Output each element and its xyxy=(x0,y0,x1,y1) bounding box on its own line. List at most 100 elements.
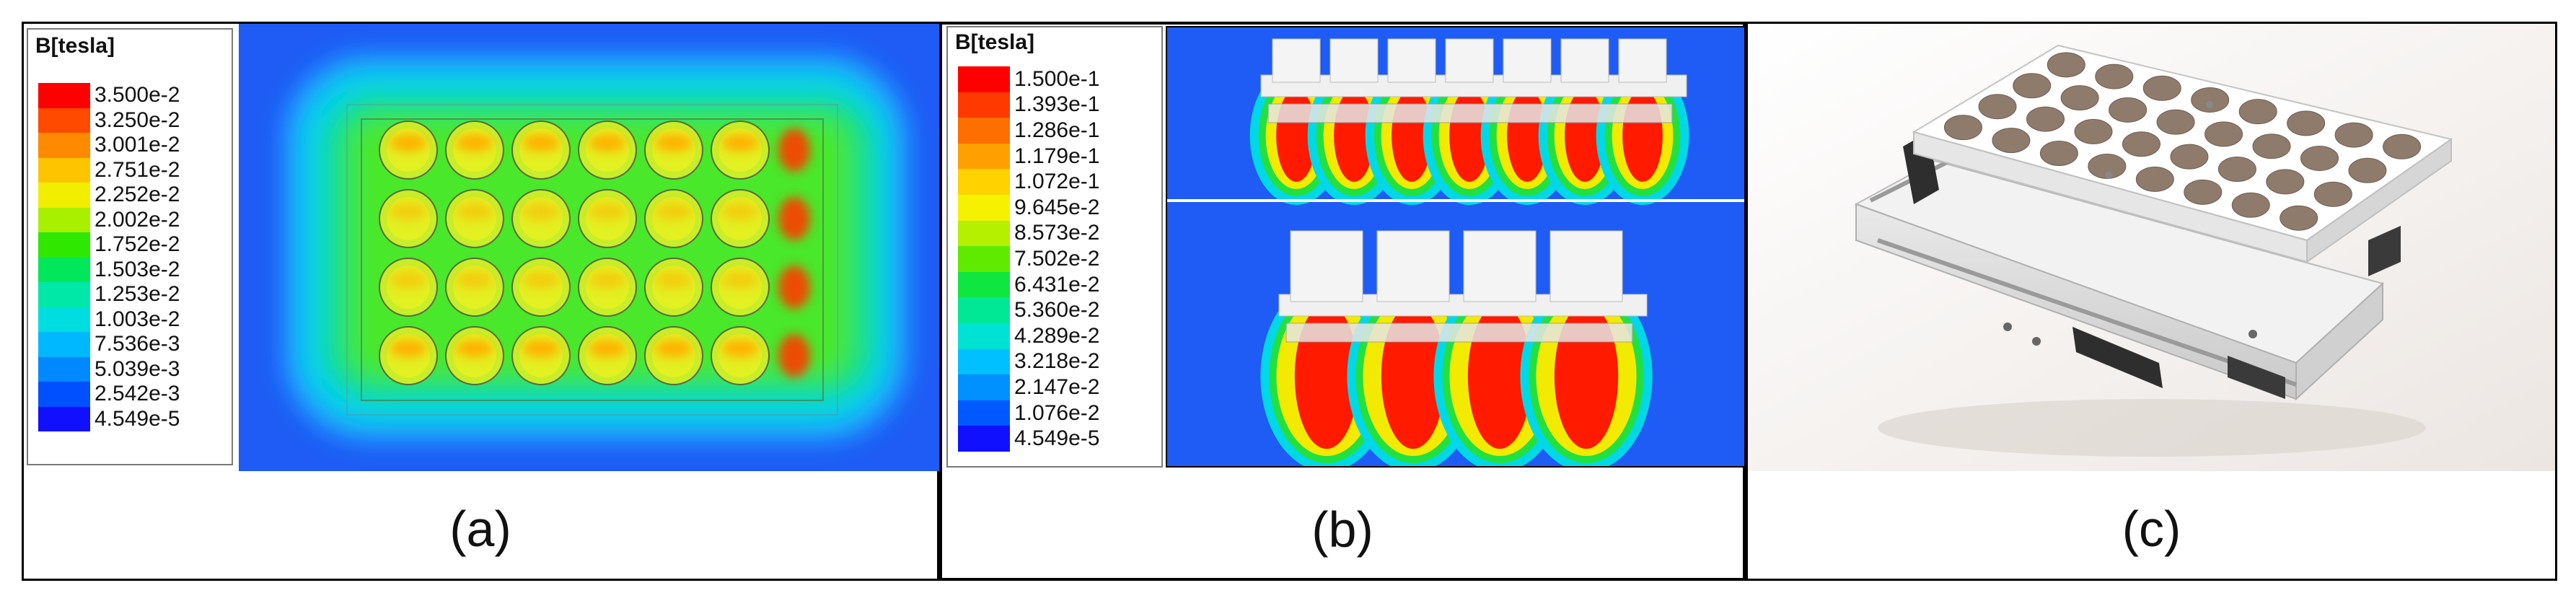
legend-value-label: 1.393e-1 xyxy=(1014,92,1100,117)
well-disc xyxy=(2238,99,2277,125)
legend-entry: 4.549e-5 xyxy=(28,406,232,431)
well-hotspot-a xyxy=(589,271,626,289)
legend-value-label: 8.573e-2 xyxy=(1014,221,1100,245)
legend-entry: 3.001e-2 xyxy=(28,133,232,158)
tube-block xyxy=(1549,230,1623,302)
tube-block xyxy=(1376,230,1450,302)
well-disc xyxy=(2039,141,2078,167)
legend-entry: 3.500e-2 xyxy=(28,83,232,108)
legend-color-swatch xyxy=(958,426,1010,452)
legend-value-label: 1.503e-2 xyxy=(94,257,180,281)
well-disc xyxy=(2074,118,2113,144)
magnet-plate xyxy=(1267,103,1673,123)
edge-hotspot-a xyxy=(778,197,810,240)
well-disc xyxy=(1943,115,1982,141)
legend-title: B[tesla] xyxy=(955,30,1035,54)
well-disc xyxy=(2170,144,2209,170)
legend-title: B[tesla] xyxy=(35,34,115,58)
legend-color-swatch xyxy=(38,382,90,407)
well-disc xyxy=(2334,122,2373,148)
well-disc xyxy=(2095,63,2134,89)
legend-value-label: 3.001e-2 xyxy=(94,133,180,157)
legend-entry: 1.286e-1 xyxy=(948,118,1161,144)
legend-entry: 1.072e-1 xyxy=(948,169,1161,195)
well-hotspot-a xyxy=(721,271,759,289)
well-disc xyxy=(2060,85,2099,111)
field-core xyxy=(1622,89,1663,183)
legend-entry: 2.147e-2 xyxy=(948,374,1161,400)
legend-value-label: 4.549e-5 xyxy=(94,406,180,431)
well-hotspot-a xyxy=(589,340,626,357)
legend-color-swatch xyxy=(958,348,1010,375)
well-disc xyxy=(2109,97,2148,123)
legend-entry: 1.503e-2 xyxy=(28,257,232,282)
legend-color-swatch xyxy=(958,271,1010,298)
legend-value-label: 1.076e-2 xyxy=(1014,400,1100,425)
legend-color-swatch xyxy=(958,92,1010,118)
legend-color-swatch xyxy=(38,183,90,208)
legend-color-swatch xyxy=(38,332,90,357)
well-hotspot-a xyxy=(456,203,493,220)
well-hotspot-a xyxy=(456,134,493,152)
legend-value-label: 9.645e-2 xyxy=(1014,195,1100,219)
legend-entry: 1.076e-2 xyxy=(948,400,1161,426)
legend-value-label: 2.252e-2 xyxy=(94,183,180,207)
well-hotspot-a xyxy=(456,340,493,357)
legend-value-label: 1.072e-1 xyxy=(1014,170,1100,194)
well-disc xyxy=(2348,157,2387,183)
well-hotspot-a xyxy=(721,134,759,152)
legend-entry: 2.542e-3 xyxy=(28,382,232,407)
tube-block xyxy=(1463,230,1537,302)
legend-entry: 8.573e-2 xyxy=(948,220,1161,247)
well-disc xyxy=(2300,145,2339,171)
legend-color-swatch xyxy=(38,232,90,258)
well-disc xyxy=(2122,131,2160,157)
legend-color-swatch xyxy=(958,118,1010,144)
legend-color-swatch xyxy=(958,195,1010,221)
edge-hotspot-a xyxy=(778,128,810,172)
legend-value-label: 3.218e-2 xyxy=(1014,349,1100,374)
well-hotspot-a xyxy=(721,203,759,220)
legend-value-label: 1.003e-2 xyxy=(94,307,180,331)
legend-color-swatch xyxy=(38,83,90,108)
legend-entry: 9.645e-2 xyxy=(948,195,1161,221)
caption-a: (a) xyxy=(449,501,511,557)
well-hotspot-a xyxy=(655,271,693,289)
well-disc xyxy=(2313,181,2352,207)
well-disc xyxy=(2135,166,2174,192)
well-disc xyxy=(2383,133,2422,159)
legend-entry: 1.500e-1 xyxy=(948,66,1161,92)
well-hotspot-a xyxy=(390,134,427,152)
legend-value-label: 4.289e-2 xyxy=(1014,323,1100,348)
well-disc xyxy=(2252,133,2291,159)
legend-entry: 2.751e-2 xyxy=(28,157,232,183)
legend-value-label: 2.002e-2 xyxy=(94,207,180,232)
legend-entry: 2.002e-2 xyxy=(28,207,232,232)
well-disc xyxy=(2142,75,2181,101)
legend-entry: 3.250e-2 xyxy=(28,108,232,133)
legend-color-swatch xyxy=(38,157,90,183)
well-hotspot-a xyxy=(655,134,693,152)
well-disc xyxy=(2287,110,2326,136)
well-hotspot-a xyxy=(589,203,626,220)
legend-color-swatch xyxy=(38,108,90,133)
well-disc xyxy=(1992,128,2031,154)
legend-value-label: 7.536e-3 xyxy=(94,332,180,356)
well-hotspot-a xyxy=(655,340,693,357)
legend-value-label: 2.751e-2 xyxy=(94,157,180,182)
tube-block xyxy=(1618,38,1667,83)
caption-c: (c) xyxy=(2122,501,2181,557)
well-hotspot-a xyxy=(522,203,560,220)
well-disc xyxy=(1978,94,2017,120)
well-disc xyxy=(2204,121,2243,147)
legend-color-swatch xyxy=(958,297,1010,323)
legend-color-swatch xyxy=(958,323,1010,349)
well-disc xyxy=(2231,192,2270,218)
legend-color-swatch xyxy=(958,220,1010,247)
legend-entry: 6.431e-2 xyxy=(948,271,1161,298)
edge-hotspot-a xyxy=(778,334,810,377)
tube-block xyxy=(1290,230,1363,302)
